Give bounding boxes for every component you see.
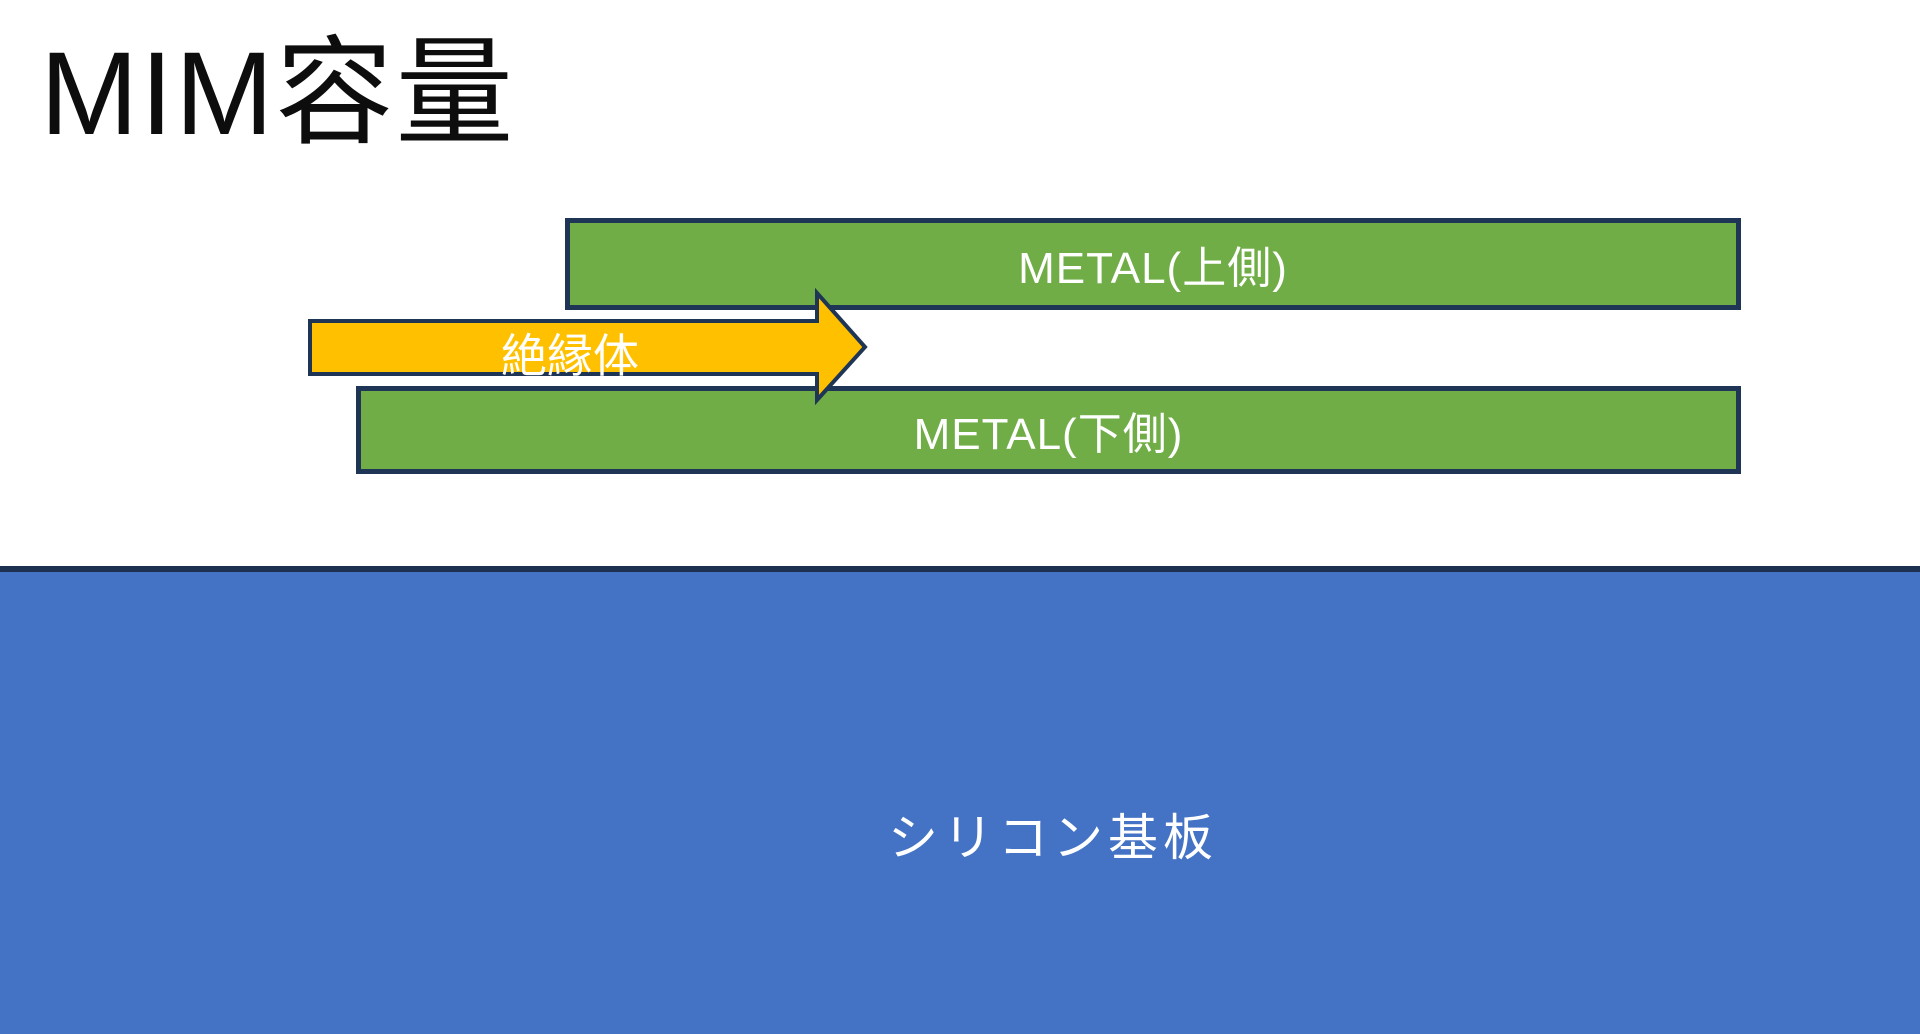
slide-title: MIM容量 [40, 28, 516, 160]
insulator-label: 絶縁体 [501, 330, 639, 382]
metal-bottom-label: METAL(下側) [913, 410, 1184, 459]
metal-bottom-layer: METAL(下側) [356, 386, 1741, 474]
metal-top-layer: METAL(上側) [565, 218, 1741, 310]
substrate-layer [0, 566, 1920, 1034]
substrate-label: シリコン基板 [888, 810, 1218, 866]
metal-top-label: METAL(上側) [1018, 244, 1288, 293]
